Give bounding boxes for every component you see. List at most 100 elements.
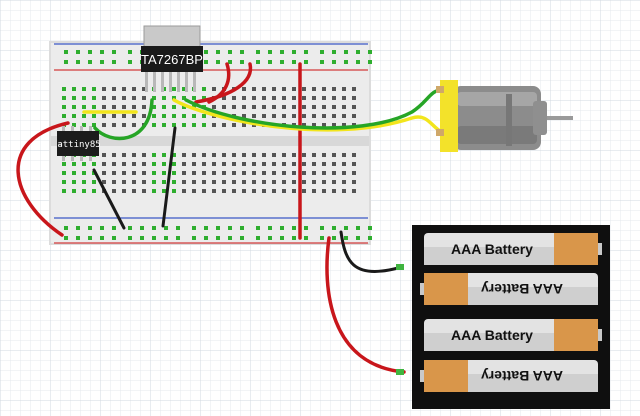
breadboard-hole[interactable] xyxy=(182,162,186,166)
breadboard-hole[interactable] xyxy=(292,50,296,54)
breadboard-hole[interactable] xyxy=(272,114,276,118)
breadboard-hole[interactable] xyxy=(240,50,244,54)
breadboard-hole[interactable] xyxy=(112,50,116,54)
breadboard-hole[interactable] xyxy=(140,226,144,230)
breadboard-hole[interactable] xyxy=(142,162,146,166)
breadboard-hole[interactable] xyxy=(292,96,296,100)
breadboard-hole[interactable] xyxy=(302,96,306,100)
breadboard-hole[interactable] xyxy=(232,162,236,166)
breadboard-hole[interactable] xyxy=(112,105,116,109)
breadboard-hole[interactable] xyxy=(72,189,76,193)
breadboard-hole[interactable] xyxy=(232,153,236,157)
breadboard-hole[interactable] xyxy=(352,105,356,109)
breadboard-hole[interactable] xyxy=(100,50,104,54)
breadboard-hole[interactable] xyxy=(192,226,196,230)
breadboard-hole[interactable] xyxy=(342,123,346,127)
breadboard-hole[interactable] xyxy=(92,114,96,118)
breadboard-hole[interactable] xyxy=(262,153,266,157)
breadboard-hole[interactable] xyxy=(152,180,156,184)
breadboard-hole[interactable] xyxy=(312,162,316,166)
breadboard-hole[interactable] xyxy=(162,153,166,157)
breadboard-hole[interactable] xyxy=(342,114,346,118)
breadboard-hole[interactable] xyxy=(92,180,96,184)
breadboard-hole[interactable] xyxy=(342,162,346,166)
breadboard-hole[interactable] xyxy=(280,226,284,230)
breadboard-hole[interactable] xyxy=(102,153,106,157)
breadboard-hole[interactable] xyxy=(232,189,236,193)
breadboard-hole[interactable] xyxy=(322,123,326,127)
breadboard-hole[interactable] xyxy=(344,226,348,230)
breadboard-hole[interactable] xyxy=(332,60,336,64)
breadboard-hole[interactable] xyxy=(82,162,86,166)
breadboard-hole[interactable] xyxy=(280,60,284,64)
breadboard-hole[interactable] xyxy=(82,171,86,175)
breadboard-hole[interactable] xyxy=(128,226,132,230)
breadboard-hole[interactable] xyxy=(268,236,272,240)
breadboard-hole[interactable] xyxy=(202,123,206,127)
breadboard-hole[interactable] xyxy=(272,105,276,109)
breadboard-hole[interactable] xyxy=(344,236,348,240)
breadboard-hole[interactable] xyxy=(102,180,106,184)
red-wire-driver-2[interactable] xyxy=(194,62,253,104)
breadboard-hole[interactable] xyxy=(72,114,76,118)
breadboard-hole[interactable] xyxy=(142,189,146,193)
breadboard-hole[interactable] xyxy=(320,60,324,64)
breadboard-hole[interactable] xyxy=(212,105,216,109)
breadboard-hole[interactable] xyxy=(82,114,86,118)
breadboard-hole[interactable] xyxy=(72,105,76,109)
breadboard-hole[interactable] xyxy=(82,189,86,193)
breadboard-hole[interactable] xyxy=(252,180,256,184)
breadboard-hole[interactable] xyxy=(282,105,286,109)
breadboard-hole[interactable] xyxy=(100,236,104,240)
breadboard-hole[interactable] xyxy=(62,105,66,109)
breadboard-hole[interactable] xyxy=(212,153,216,157)
breadboard-hole[interactable] xyxy=(202,162,206,166)
breadboard-hole[interactable] xyxy=(92,189,96,193)
breadboard-hole[interactable] xyxy=(142,96,146,100)
breadboard-hole[interactable] xyxy=(142,114,146,118)
breadboard-hole[interactable] xyxy=(82,87,86,91)
breadboard-hole[interactable] xyxy=(152,226,156,230)
breadboard-hole[interactable] xyxy=(242,96,246,100)
breadboard-hole[interactable] xyxy=(302,153,306,157)
breadboard-hole[interactable] xyxy=(216,236,220,240)
breadboard-hole[interactable] xyxy=(222,180,226,184)
breadboard-hole[interactable] xyxy=(88,50,92,54)
breadboard-hole[interactable] xyxy=(152,123,156,127)
breadboard-hole[interactable] xyxy=(356,60,360,64)
breadboard-hole[interactable] xyxy=(162,96,166,100)
red-wire-battery[interactable] xyxy=(325,236,406,374)
breadboard-hole[interactable] xyxy=(102,171,106,175)
breadboard-hole[interactable] xyxy=(152,171,156,175)
microcontroller-chip[interactable]: attiny85 xyxy=(57,126,101,161)
breadboard-hole[interactable] xyxy=(172,180,176,184)
breadboard-hole[interactable] xyxy=(242,153,246,157)
breadboard-hole[interactable] xyxy=(100,226,104,230)
breadboard-hole[interactable] xyxy=(312,114,316,118)
breadboard-hole[interactable] xyxy=(216,226,220,230)
breadboard-hole[interactable] xyxy=(122,153,126,157)
breadboard-hole[interactable] xyxy=(352,189,356,193)
breadboard-hole[interactable] xyxy=(132,105,136,109)
breadboard-hole[interactable] xyxy=(112,226,116,230)
breadboard-hole[interactable] xyxy=(192,114,196,118)
breadboard-hole[interactable] xyxy=(102,123,106,127)
breadboard-hole[interactable] xyxy=(72,123,76,127)
dc-motor[interactable] xyxy=(436,80,573,152)
breadboard-hole[interactable] xyxy=(252,87,256,91)
breadboard-hole[interactable] xyxy=(102,96,106,100)
breadboard-hole[interactable] xyxy=(312,87,316,91)
breadboard-hole[interactable] xyxy=(242,105,246,109)
breadboard-hole[interactable] xyxy=(62,87,66,91)
breadboard-hole[interactable] xyxy=(242,171,246,175)
breadboard-hole[interactable] xyxy=(102,105,106,109)
breadboard-hole[interactable] xyxy=(82,180,86,184)
breadboard-hole[interactable] xyxy=(332,114,336,118)
breadboard-hole[interactable] xyxy=(112,96,116,100)
breadboard-hole[interactable] xyxy=(312,153,316,157)
breadboard-hole[interactable] xyxy=(302,189,306,193)
breadboard-hole[interactable] xyxy=(256,236,260,240)
breadboard-hole[interactable] xyxy=(272,171,276,175)
breadboard-hole[interactable] xyxy=(252,162,256,166)
